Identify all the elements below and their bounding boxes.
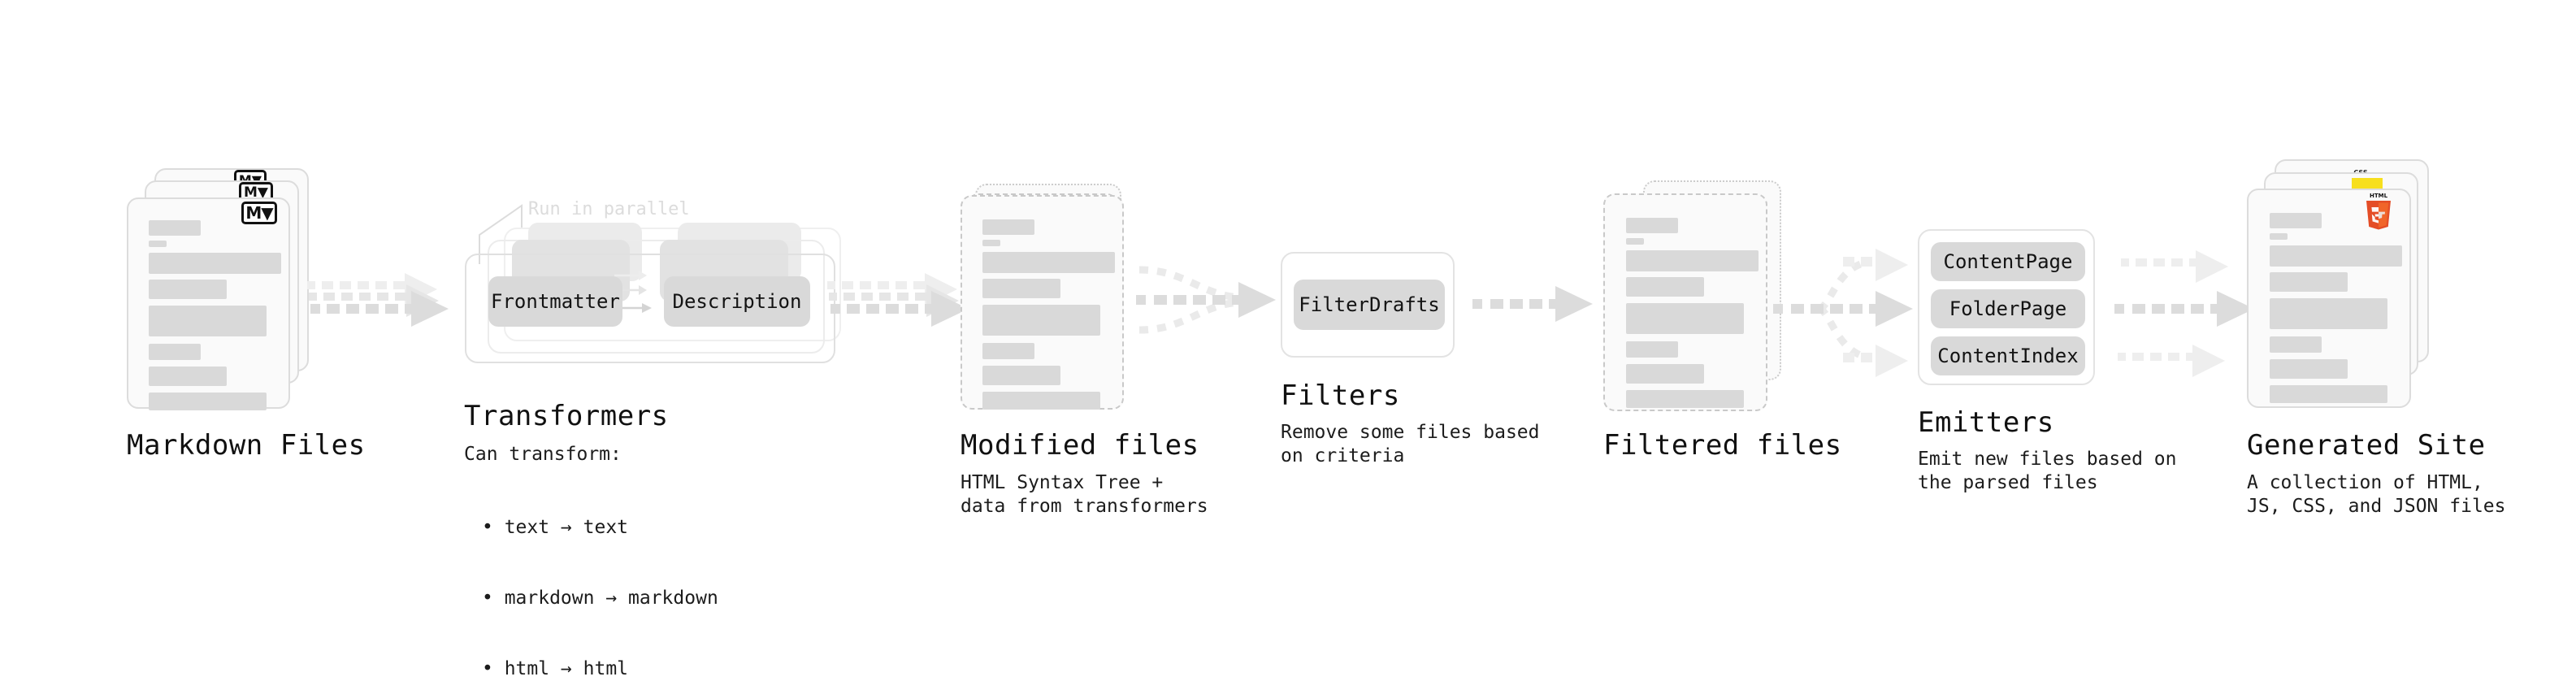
svg-text:HTML: HTML: [2370, 193, 2388, 199]
stage-title-transformers: Transformers: [464, 400, 669, 432]
skeleton-bar: [982, 343, 1034, 359]
skeleton-bar: [982, 279, 1060, 298]
stage-desc-filters: Remove some files based on criteria: [1281, 422, 1540, 466]
bullet-item: • markdown → markdown: [482, 588, 718, 609]
skeleton-bar: [2270, 359, 2348, 379]
markdown-icon-label: M▼: [244, 184, 268, 201]
chip-folderpage[interactable]: FolderPage: [1931, 289, 2085, 328]
skeleton-bar: [149, 306, 267, 336]
skeleton-bar: [1626, 238, 1644, 245]
html5-icon: HTML: [2366, 193, 2391, 230]
site-card-front-html: [2247, 189, 2411, 408]
arrow-emitters-to-site: [2114, 250, 2254, 377]
run-in-parallel-label: Run in parallel: [528, 199, 690, 219]
transformers-bullets: • text → text • markdown → markdown • ht…: [464, 469, 718, 681]
chip-contentindex[interactable]: ContentIndex: [1931, 336, 2085, 375]
skeleton-bar: [2270, 385, 2387, 403]
skeleton-bar: [2270, 245, 2402, 267]
markdown-icon-front: M▼: [241, 202, 277, 224]
skeleton-bar: [149, 253, 281, 274]
stage-desc-transformers: Can transform:: [464, 444, 622, 465]
skeleton-bar: [1626, 341, 1678, 358]
skeleton-bar: [982, 252, 1115, 273]
markdown-icon-label: M▼: [245, 203, 273, 223]
skeleton-bar: [982, 392, 1100, 410]
stage-desc-generated-site: A collection of HTML, JS, CSS, and JSON …: [2247, 472, 2506, 517]
skeleton-bar: [1626, 218, 1678, 233]
chip-frontmatter[interactable]: Frontmatter: [488, 276, 622, 327]
skeleton-bar: [149, 344, 201, 360]
arrow-transformers-to-modified: [827, 273, 969, 327]
skeleton-bar: [149, 220, 201, 236]
chip-filterdrafts[interactable]: FilterDrafts: [1294, 280, 1445, 330]
skeleton-bar: [2270, 298, 2387, 329]
skeleton-bar: [1626, 303, 1744, 334]
skeleton-bar: [2270, 336, 2322, 353]
stage-title-filtered-files: Filtered files: [1603, 429, 1842, 462]
filtered-card-front: [1603, 193, 1767, 411]
arrow-modified-to-filters: [1136, 266, 1276, 334]
skeleton-bar: [149, 367, 227, 386]
markdown-card-front: [127, 197, 290, 410]
stage-desc-emitters: Emit new files based on the parsed files: [1918, 449, 2177, 493]
skeleton-bar: [149, 241, 167, 247]
stage-title-generated-site: Generated Site: [2247, 429, 2486, 462]
skeleton-bar: [982, 305, 1100, 336]
skeleton-bar: [2270, 213, 2322, 228]
skeleton-bar: [1626, 364, 1704, 384]
bullet-item: • html → html: [482, 658, 629, 679]
skeleton-bar: [982, 219, 1034, 235]
arrow-filters-to-filtered: [1472, 286, 1593, 322]
arrow-markdown-to-transformers: [307, 273, 449, 327]
modified-card-front: [961, 195, 1124, 410]
stage-title-filters: Filters: [1281, 380, 1400, 412]
skeleton-bar: [982, 240, 1000, 246]
emitters-panel: ContentPage FolderPage ContentIndex: [1918, 229, 2095, 385]
skeleton-bar: [149, 393, 267, 410]
skeleton-bar: [2270, 233, 2288, 240]
chip-contentpage[interactable]: ContentPage: [1931, 242, 2085, 281]
skeleton-bar: [1626, 250, 1759, 271]
stage-desc-modified-files: HTML Syntax Tree + data from transformer…: [961, 472, 1208, 517]
run-in-parallel-bracket: [479, 204, 523, 264]
arrow-filtered-to-emitters: [1773, 249, 1913, 377]
filters-panel: FilterDrafts: [1281, 252, 1455, 358]
skeleton-bar: [149, 280, 227, 299]
stage-title-modified-files: Modified files: [961, 429, 1199, 462]
skeleton-bar: [982, 366, 1060, 385]
stage-title-emitters: Emitters: [1918, 406, 2054, 439]
stage-title-markdown-files: Markdown Files: [127, 429, 366, 462]
chip-description[interactable]: Description: [664, 276, 810, 327]
bullet-item: • text → text: [482, 517, 629, 538]
skeleton-bar: [1626, 277, 1704, 297]
skeleton-bar: [1626, 390, 1744, 408]
skeleton-bar: [2270, 272, 2348, 292]
